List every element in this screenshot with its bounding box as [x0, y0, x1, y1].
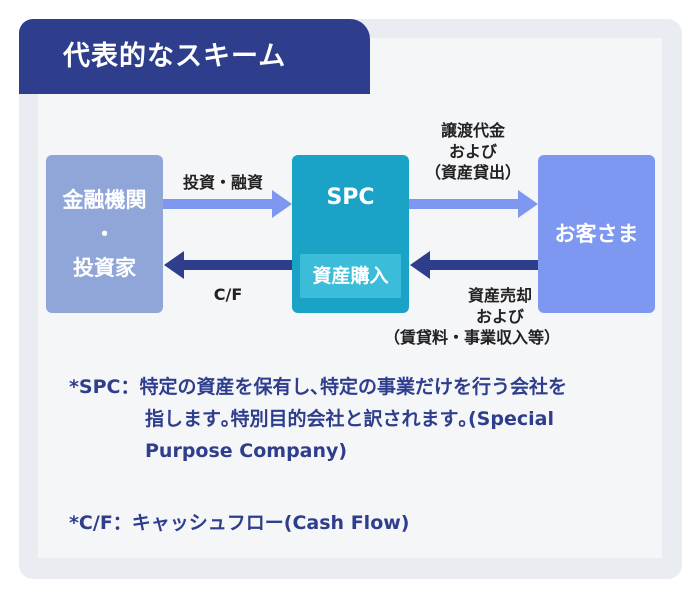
- transfer-arrow-head: [518, 190, 538, 218]
- transfer-label: 譲渡代金 および （資産貸出）: [410, 120, 536, 183]
- transfer-label-line3: （資産貸出）: [424, 163, 521, 182]
- spc-note-line3: Purpose Company): [145, 440, 348, 462]
- sale-arrow-shaft: [427, 260, 538, 270]
- sale-label-line3: （賃貸料・事業収入等）: [383, 328, 560, 347]
- investment-arrow-shaft: [163, 199, 275, 209]
- investment-arrow-head: [272, 190, 292, 218]
- page-title: 代表的なスキーム: [19, 19, 370, 94]
- spc-label: SPC: [326, 185, 375, 210]
- spc-note-line2: 指します｡特別目的会社と訳されます｡(Special: [145, 408, 554, 430]
- cashflow-label: C/F: [213, 285, 243, 304]
- transfer-arrow-shaft: [409, 199, 520, 209]
- transfer-label-line1: 譲渡代金: [440, 121, 505, 140]
- cashflow-arrow-shaft: [181, 260, 292, 270]
- asset-purchase-box: 資産購入: [300, 254, 401, 298]
- sale-label-line2: および: [475, 307, 524, 326]
- investment-label: 投資・融資: [182, 173, 263, 192]
- investor-label-line1: 金融機関: [62, 188, 147, 212]
- customer-node: お客さま: [538, 155, 655, 313]
- investor-label-line2: ・: [94, 222, 115, 246]
- transfer-label-line2: および: [448, 142, 497, 161]
- sale-label-line1: 資産売却: [467, 286, 532, 305]
- cf-note: *C/F：キャッシュフロー(Cash Flow): [69, 512, 410, 534]
- sale-label: 資産売却 および （賃貸料・事業収入等）: [362, 285, 582, 348]
- cashflow-arrow-head: [164, 251, 184, 279]
- investor-node: 金融機関 ・ 投資家: [46, 155, 163, 313]
- sale-arrow-head: [410, 251, 430, 279]
- spc-note-line1: *SPC：特定の資産を保有し､特定の事業だけを行う会社を: [69, 376, 567, 398]
- investor-label-line3: 投資家: [73, 256, 136, 280]
